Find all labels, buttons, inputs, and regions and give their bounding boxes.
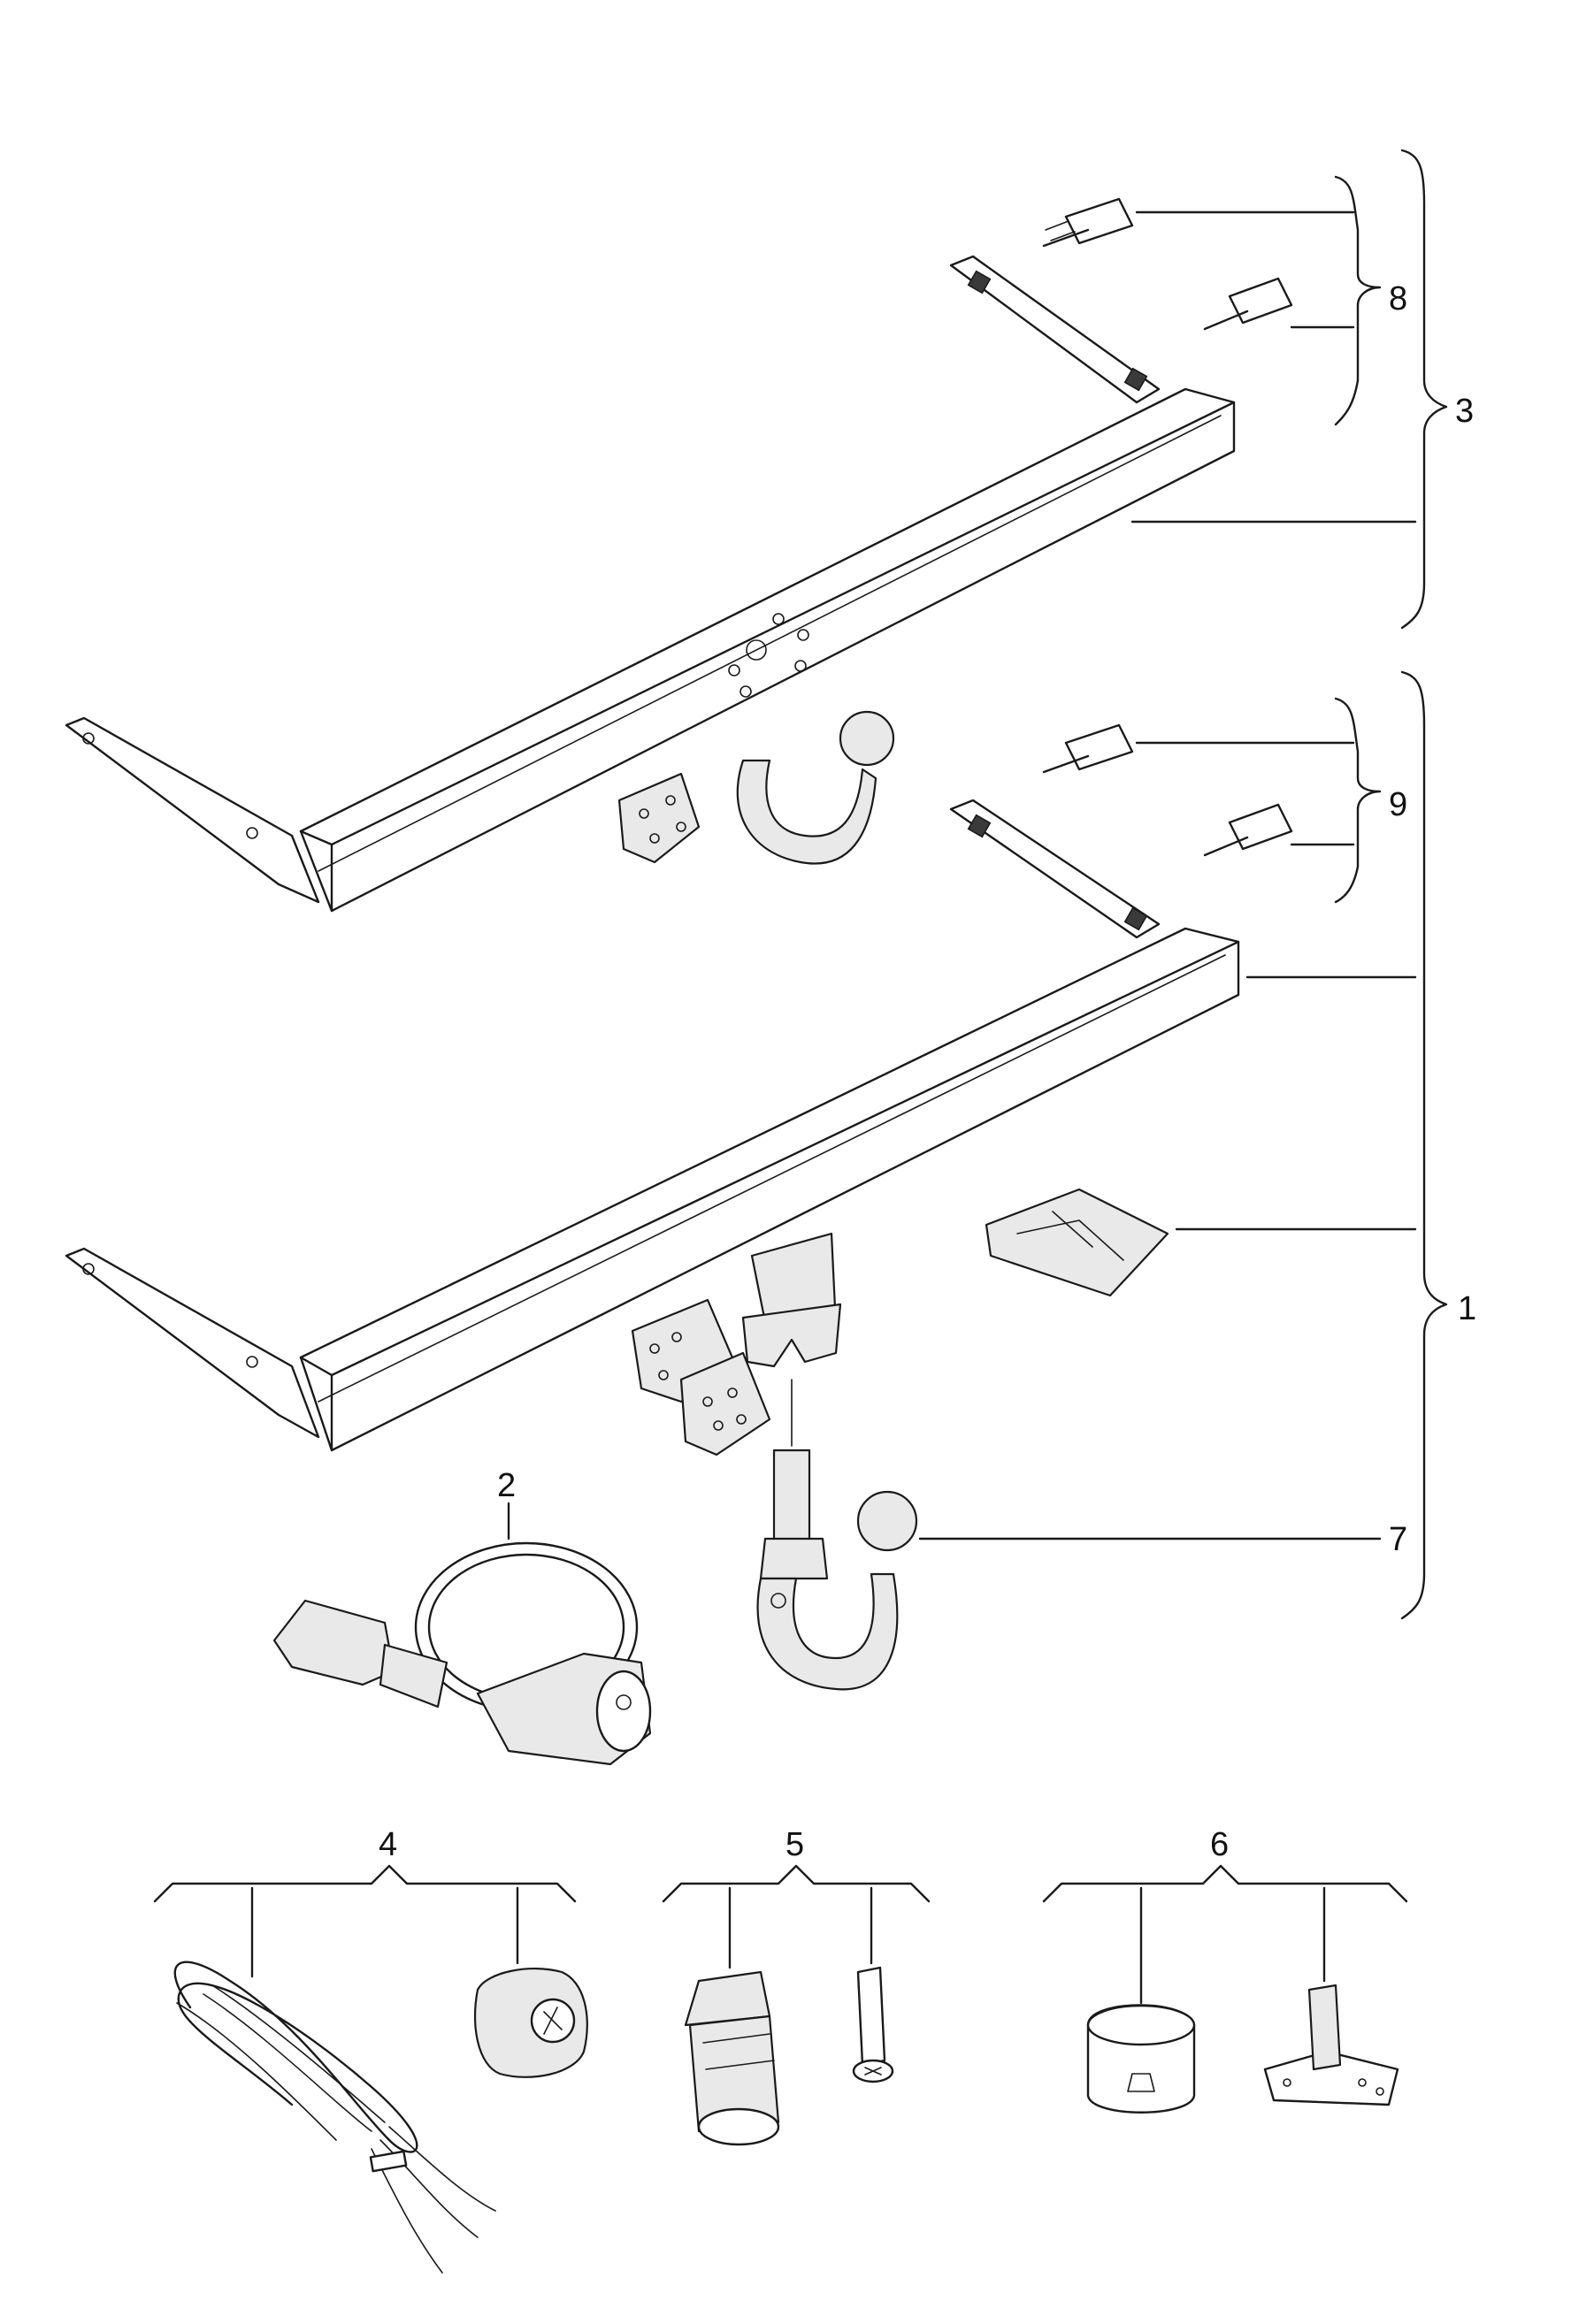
- adapter-cable: [272, 1541, 652, 1766]
- lower-receiver-housing: [631, 1232, 842, 1456]
- callout-7: 7: [1389, 1521, 1407, 1558]
- callout-2: 2: [497, 1467, 516, 1504]
- callout-4: 4: [379, 1826, 397, 1863]
- detachable-tow-ball-neck: [756, 1449, 918, 1691]
- upper-bolts: [1042, 197, 1293, 331]
- leader-lines: [153, 149, 1448, 2005]
- lower-towbar-crossmember: [65, 799, 1240, 1452]
- upper-towbar-crossmember: [65, 255, 1236, 913]
- callout-9: 9: [1389, 786, 1407, 823]
- lower-bolts: [1042, 723, 1293, 857]
- callout-3: 3: [1455, 393, 1474, 430]
- callout-1: 1: [1458, 1290, 1476, 1327]
- socket-cup-and-sensor: [1086, 1984, 1399, 2114]
- callout-6: 6: [1210, 1826, 1229, 1863]
- callout-5: 5: [786, 1826, 804, 1863]
- grease-sachet: [985, 1188, 1169, 1297]
- callout-8: 8: [1389, 280, 1407, 317]
- plug-and-bolt: [684, 1966, 894, 2146]
- wiring-set: [173, 1961, 588, 2274]
- upper-tow-ball-neck: [617, 710, 895, 865]
